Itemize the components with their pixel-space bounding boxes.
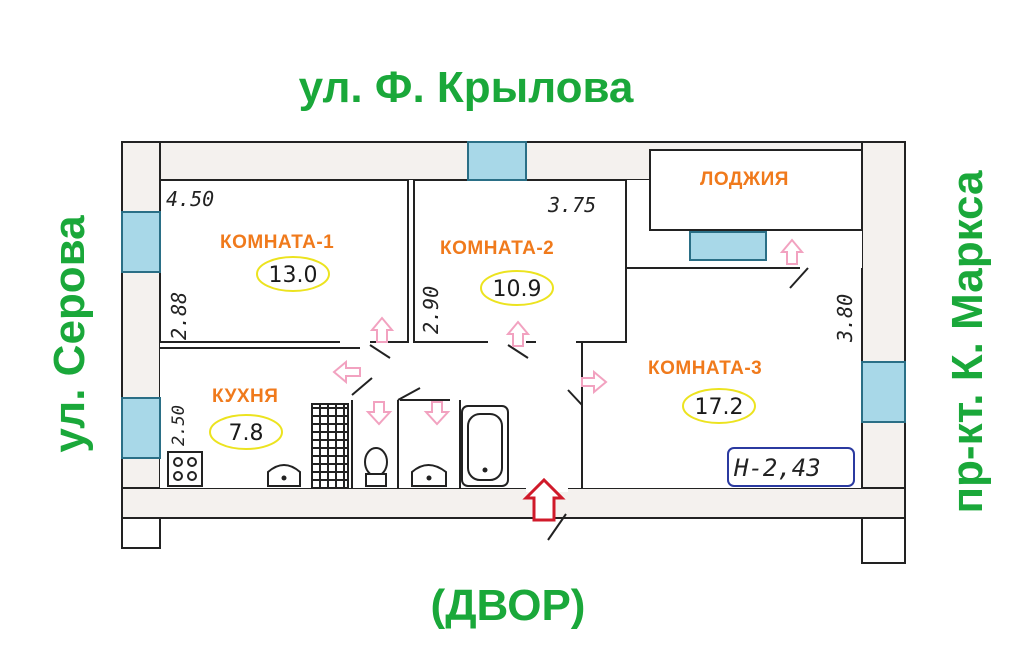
arrow-up-icon [779, 238, 805, 265]
room3-height-dim: 3.80 [833, 294, 857, 343]
kitchen-stove-icon [167, 451, 203, 487]
window-left-1 [121, 211, 161, 273]
bathroom-sink-icon [411, 464, 447, 487]
room1-width-dim: 4.50 [166, 187, 214, 211]
room3-area: 17.2 [695, 395, 744, 420]
room1-label: КОМНАТА-1 [220, 232, 334, 253]
ceiling-height-box [727, 447, 855, 487]
kitchen-sink-icon [267, 464, 301, 487]
arrow-up-icon [369, 316, 395, 343]
loggia-label: ЛОДЖИЯ [700, 169, 789, 190]
room2-height-dim: 2.90 [419, 286, 443, 334]
pink-arrows [332, 238, 805, 426]
interior-walls [159, 149, 863, 488]
arrow-down-icon [423, 401, 451, 426]
room1-height-dim: 2.88 [167, 292, 191, 340]
street-bottom: (ДВОР) [431, 581, 586, 630]
windows [121, 141, 906, 459]
arrow-right-icon [581, 369, 608, 395]
window-top [467, 141, 527, 181]
ceiling-height: H-2,43 [733, 454, 821, 482]
arrow-down-icon [365, 401, 393, 426]
bathtub-icon [461, 405, 509, 487]
window-left-2 [121, 397, 161, 459]
window-right [861, 361, 906, 423]
street-top: ул. Ф. Крылова [299, 63, 634, 112]
toilet-icon [364, 447, 388, 487]
room2-label: КОМНАТА-2 [440, 238, 554, 259]
arrow-left-icon [332, 359, 361, 385]
kitchen-label: КУХНЯ [212, 386, 278, 407]
street-right: пр-кт. К. Маркса [943, 170, 992, 514]
room2-width-dim: 3.75 [547, 193, 596, 217]
kitchen-area: 7.8 [229, 421, 264, 446]
entrance-arrow-icon [522, 477, 566, 522]
kitchen-height-dim: 2.50 [169, 405, 189, 446]
room3-label: КОМНАТА-3 [648, 358, 762, 379]
arrow-up-icon [505, 320, 531, 347]
street-left: ул. Серова [45, 215, 94, 453]
window-loggia [689, 231, 767, 261]
tiled-wall-icon [311, 403, 349, 489]
room1-area: 13.0 [269, 263, 318, 288]
room2-area: 10.9 [493, 277, 542, 302]
area-ellipses [209, 256, 756, 450]
door-swings [351, 267, 809, 541]
